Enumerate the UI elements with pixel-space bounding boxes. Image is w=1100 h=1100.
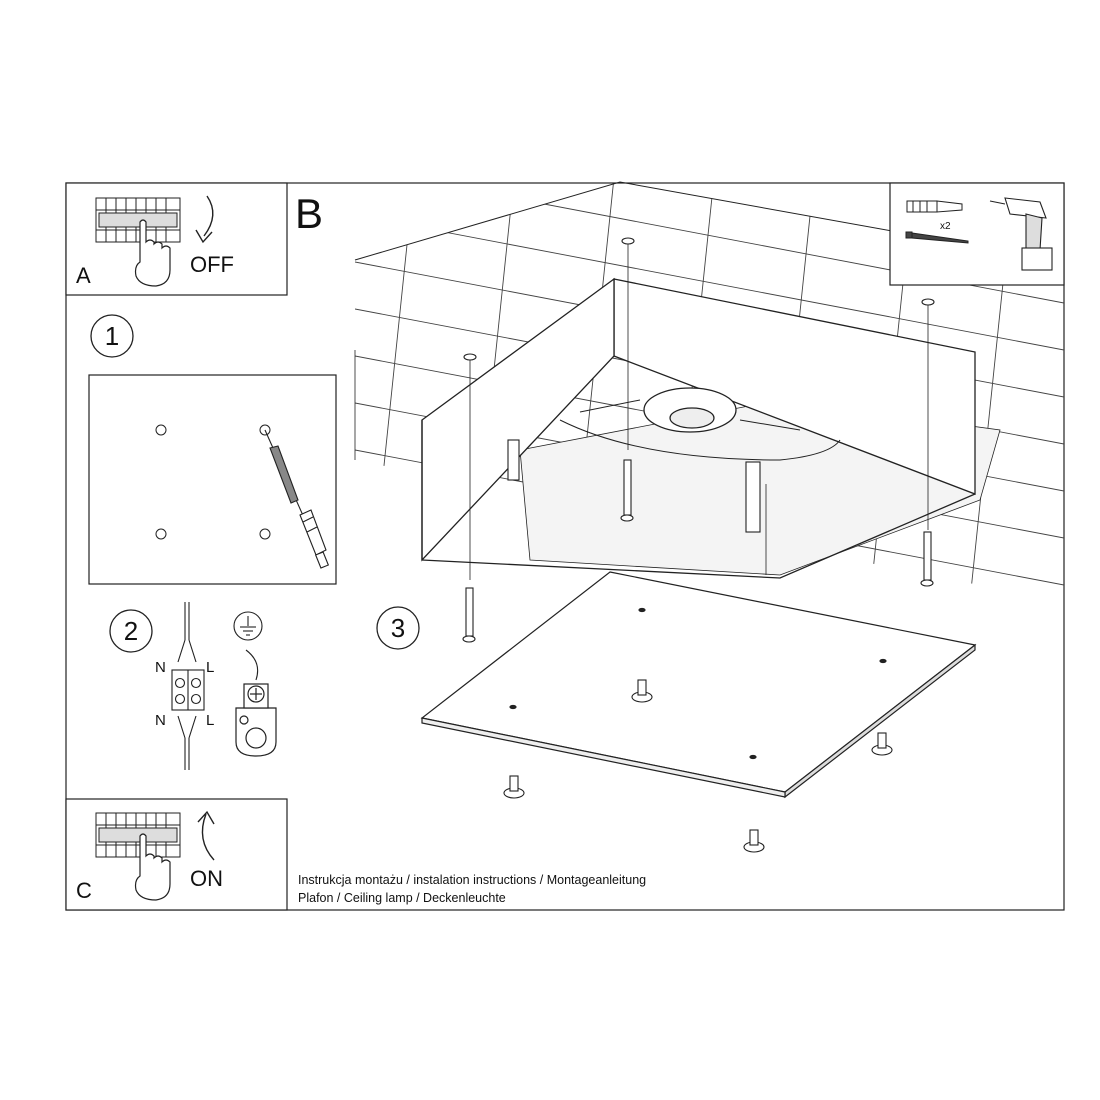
rotate-off-arrow-icon	[195, 195, 214, 244]
wire-l-top: L	[206, 659, 214, 676]
thumb-screws	[503, 679, 893, 853]
panel-c-letter: C	[76, 878, 92, 903]
step-two: 2 N L N L	[109, 602, 277, 770]
lamp-housing	[421, 277, 1001, 579]
hand-icon	[134, 219, 171, 287]
ground-clamp-icon	[235, 683, 277, 757]
wire-n-bottom: N	[155, 712, 166, 729]
ground-symbol-icon	[233, 611, 263, 681]
panel-a: A OFF	[65, 182, 288, 296]
step-one: 1	[88, 314, 337, 585]
hand-icon	[134, 833, 171, 901]
outer-frame	[65, 182, 1065, 911]
wall-plug-icon	[906, 200, 963, 213]
step-three-number: 3	[391, 613, 405, 643]
step-one-number: 1	[105, 321, 119, 351]
screw-icon	[905, 231, 969, 244]
wire-n-top: N	[155, 659, 166, 676]
rotate-on-arrow-icon	[197, 810, 215, 861]
breaker-icon	[95, 812, 181, 858]
caption-line-2: Plafon / Ceiling lamp / Deckenleuchte	[298, 891, 506, 905]
tools-panel: x2	[889, 182, 1065, 286]
drill-hole	[155, 424, 167, 436]
step-two-number: 2	[124, 616, 138, 646]
drill-hole	[259, 528, 271, 540]
on-label: ON	[190, 866, 223, 891]
off-label: OFF	[190, 252, 234, 277]
mounting-screws	[462, 237, 935, 643]
wire-l-bottom: L	[206, 712, 214, 729]
section-b-letter: B	[295, 190, 323, 237]
screw-and-anchor-icon	[264, 429, 330, 569]
drill-icon	[989, 197, 1053, 271]
caption-line-1: Instrukcja montażu / instalation instruc…	[298, 873, 647, 887]
tools-quantity: x2	[940, 221, 951, 232]
breaker-icon	[95, 197, 181, 243]
panel-c: C ON	[65, 798, 288, 911]
cover-plate	[420, 571, 977, 799]
terminal-block-icon	[171, 602, 205, 770]
drill-hole	[155, 528, 167, 540]
ceiling-plate-drilling	[88, 374, 337, 585]
panel-a-letter: A	[76, 263, 91, 288]
